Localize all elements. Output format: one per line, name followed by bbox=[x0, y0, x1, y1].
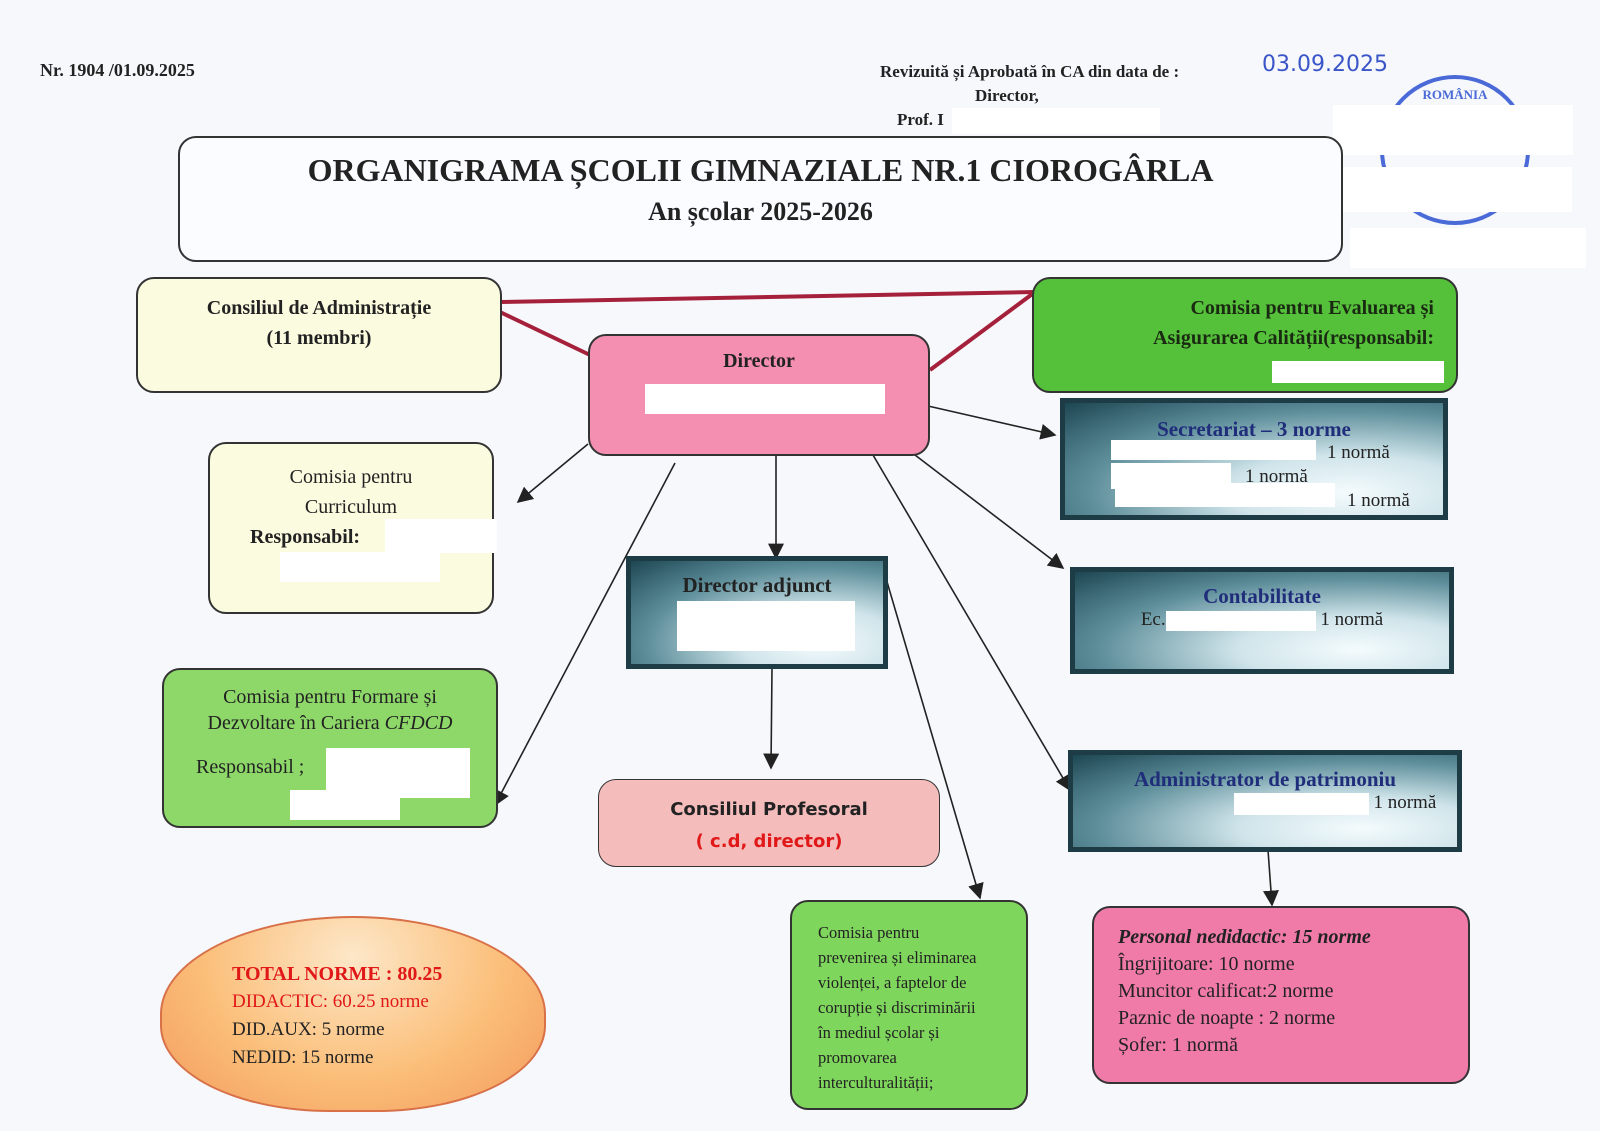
redaction bbox=[1342, 167, 1572, 212]
prof-label: Prof. I bbox=[897, 110, 944, 129]
title-box: ORGANIGRAMA ȘCOLII GIMNAZIALE NR.1 CIORO… bbox=[178, 136, 1343, 262]
node-consiliul-profesoral: Consiliul Profesoral( c.d, director) bbox=[598, 779, 940, 867]
redaction bbox=[1272, 361, 1444, 383]
redaction bbox=[1111, 440, 1316, 460]
node-director: Director bbox=[588, 334, 930, 456]
node-director-adjunct: Director adjunct bbox=[626, 556, 888, 669]
node-personal-nedidactic: Personal nedidactic: 15 norme Îngrijitoa… bbox=[1092, 906, 1470, 1084]
school-year: An școlar 2025-2026 bbox=[648, 197, 873, 226]
redaction bbox=[677, 601, 855, 651]
redaction bbox=[1350, 228, 1586, 268]
approval-label: Revizuită și Aprobată în CA din data de … bbox=[880, 62, 1180, 81]
redaction bbox=[326, 748, 470, 798]
node-secretariat: Secretariat – 3 norme 1 normă 1 normă 1 … bbox=[1060, 398, 1448, 520]
redaction bbox=[290, 790, 400, 820]
total-norme-summary: TOTAL NORME : 80.25 DIDACTIC: 60.25 norm… bbox=[160, 916, 546, 1112]
director-signature-label: Director, bbox=[975, 86, 1039, 105]
redaction bbox=[952, 108, 1160, 134]
redaction bbox=[1115, 483, 1335, 507]
redaction bbox=[1165, 610, 1316, 631]
redaction bbox=[645, 384, 885, 414]
approval-date: 03.09.2025 bbox=[1262, 52, 1388, 77]
node-consiliul-administratie: Consiliul de Administrație(11 membri) bbox=[136, 277, 502, 393]
node-administrator-patrimoniu: Administrator de patrimoniu 1 normă bbox=[1068, 750, 1462, 852]
redaction bbox=[1333, 105, 1573, 155]
page-title: ORGANIGRAMA ȘCOLII GIMNAZIALE NR.1 CIORO… bbox=[307, 152, 1214, 188]
node-contabilitate: Contabilitate Ec. 1 normă bbox=[1070, 567, 1454, 674]
node-comisia-cfdcd: Comisia pentru Formare și Dezvoltare în … bbox=[162, 668, 498, 828]
redaction bbox=[280, 552, 440, 582]
redaction bbox=[385, 519, 497, 553]
redaction bbox=[1233, 792, 1369, 815]
document-number: Nr. 1904 /01.09.2025 bbox=[40, 60, 195, 80]
